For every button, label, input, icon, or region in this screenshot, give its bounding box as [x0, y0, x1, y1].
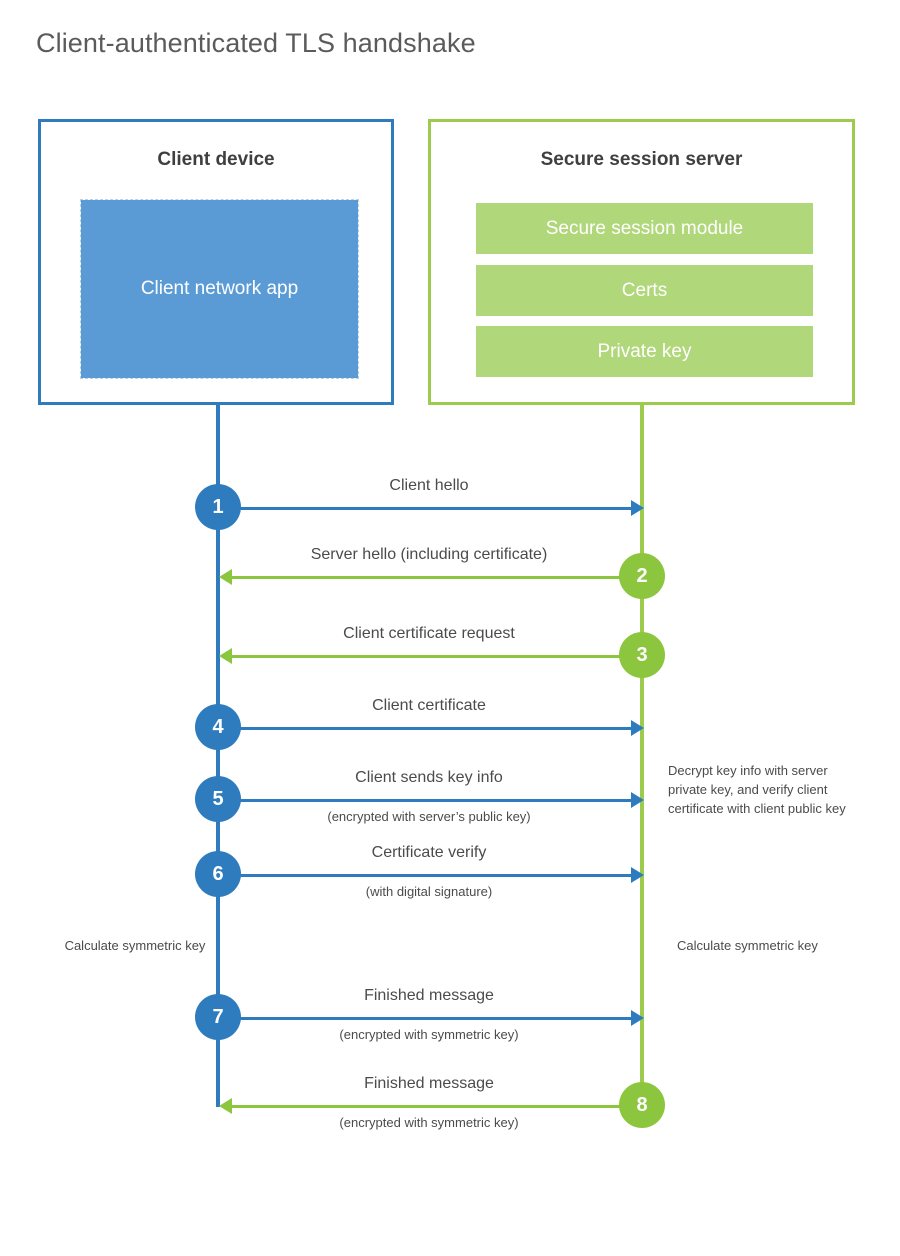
step-3-arrow-line: [222, 655, 642, 658]
step-5-arrow-line: [218, 799, 638, 802]
step-7-label: Finished message: [364, 987, 494, 1004]
server-component-private-key: Private key: [476, 326, 813, 377]
step-1-badge: 1: [195, 484, 241, 530]
step-4-arrow-line: [218, 727, 638, 730]
step-6-label: Certificate verify: [371, 844, 487, 861]
step-2-arrow-line: [222, 576, 642, 579]
step-2-arrow-head-icon: [219, 569, 232, 585]
step-5-arrow-head-icon: [631, 792, 644, 808]
step-1-label: Client hello: [389, 477, 469, 494]
client-lifeline: [216, 405, 220, 1107]
step-3-badge: 3: [619, 632, 665, 678]
step-4-badge: 4: [195, 704, 241, 750]
secure-session-server-title: Secure session server: [540, 149, 743, 170]
step-8-sublabel: (encrypted with symmetric key): [339, 1115, 519, 1130]
step-8-badge: 8: [619, 1082, 665, 1128]
step-1-arrow-head-icon: [631, 500, 644, 516]
step-5-sublabel: (encrypted with server’s public key): [327, 809, 531, 824]
note-calculate-symmetric-key-client: Calculate symmetric key: [64, 938, 206, 953]
step-2-badge: 2: [619, 553, 665, 599]
note-decrypt-key-info: Decrypt key info with server private key…: [668, 763, 846, 816]
server-lifeline: [640, 405, 644, 1107]
page-title: Client-authenticated TLS handshake: [36, 28, 476, 58]
step-3-label: Client certificate request: [343, 625, 515, 642]
step-4-arrow-head-icon: [631, 720, 644, 736]
step-7-arrow-head-icon: [631, 1010, 644, 1026]
client-device-title: Client device: [157, 149, 275, 170]
step-8-arrow-head-icon: [219, 1098, 232, 1114]
note-calculate-symmetric-key-server: Calculate symmetric key: [677, 938, 818, 953]
client-device-box: Client device Client network app: [38, 119, 394, 405]
step-7-badge: 7: [195, 994, 241, 1040]
step-8-arrow-line: [222, 1105, 642, 1108]
step-1-arrow-line: [218, 507, 638, 510]
server-component-certs: Certs: [476, 265, 813, 316]
step-6-arrow-line: [218, 874, 638, 877]
step-5-label: Client sends key info: [355, 769, 503, 786]
step-7-arrow-line: [218, 1017, 638, 1020]
step-6-badge: 6: [195, 851, 241, 897]
step-6-arrow-head-icon: [631, 867, 644, 883]
step-7-sublabel: (encrypted with symmetric key): [339, 1027, 519, 1042]
step-3-arrow-head-icon: [219, 648, 232, 664]
step-6-sublabel: (with digital signature): [365, 884, 493, 899]
step-8-label: Finished message: [364, 1075, 494, 1092]
step-5-badge: 5: [195, 776, 241, 822]
client-network-app-block: Client network app: [80, 199, 359, 379]
server-component-secure-session-module: Secure session module: [476, 203, 813, 254]
step-2-label: Server hello (including certificate): [310, 546, 548, 563]
secure-session-server-box: Secure session server Secure session mod…: [428, 119, 855, 405]
step-4-label: Client certificate: [372, 697, 486, 714]
